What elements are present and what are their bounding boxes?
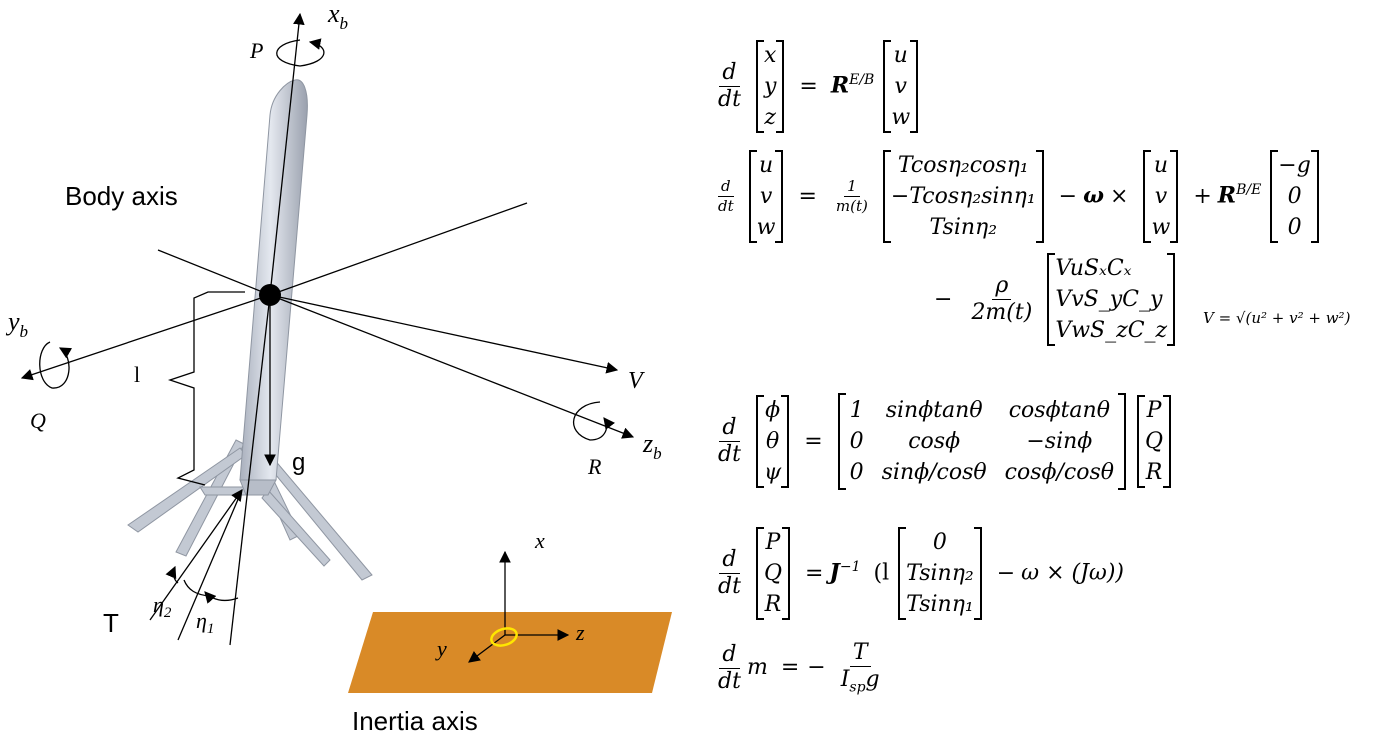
eta1-label: η1 (196, 608, 214, 637)
inertia-axis-label: Inertia axis (352, 706, 478, 735)
body-axis-label: Body axis (65, 181, 178, 211)
inertial-z-label: z (575, 620, 585, 645)
body-axes (20, 12, 635, 646)
v-label: V (628, 368, 645, 394)
inertial-y-label: y (435, 636, 447, 661)
yb-label: yb (5, 307, 28, 341)
inertial-origin-ring (490, 627, 518, 647)
ground-plane (348, 612, 672, 693)
eta2-label: η2 (153, 592, 172, 621)
r-label: R (587, 454, 602, 479)
rocket-body (239, 79, 308, 481)
l-label: l (134, 362, 140, 387)
xb-label: xb (327, 0, 348, 33)
inertial-x-label: x (534, 528, 545, 553)
center-of-mass (259, 284, 281, 306)
g-label: g (292, 449, 305, 476)
zb-label: zb (642, 429, 662, 463)
t-label: T (103, 608, 119, 638)
equation-speed: V = √(u² + v² + w²) (1203, 309, 1351, 327)
q-label: Q (30, 408, 46, 433)
thrust-vectors (149, 489, 243, 641)
p-label: P (249, 38, 263, 63)
length-brace (167, 291, 245, 486)
rocket-diagram: Body axis Inertia axis xb yb zb P Q R V … (5, 0, 672, 735)
rotation-arrows (39, 38, 615, 441)
